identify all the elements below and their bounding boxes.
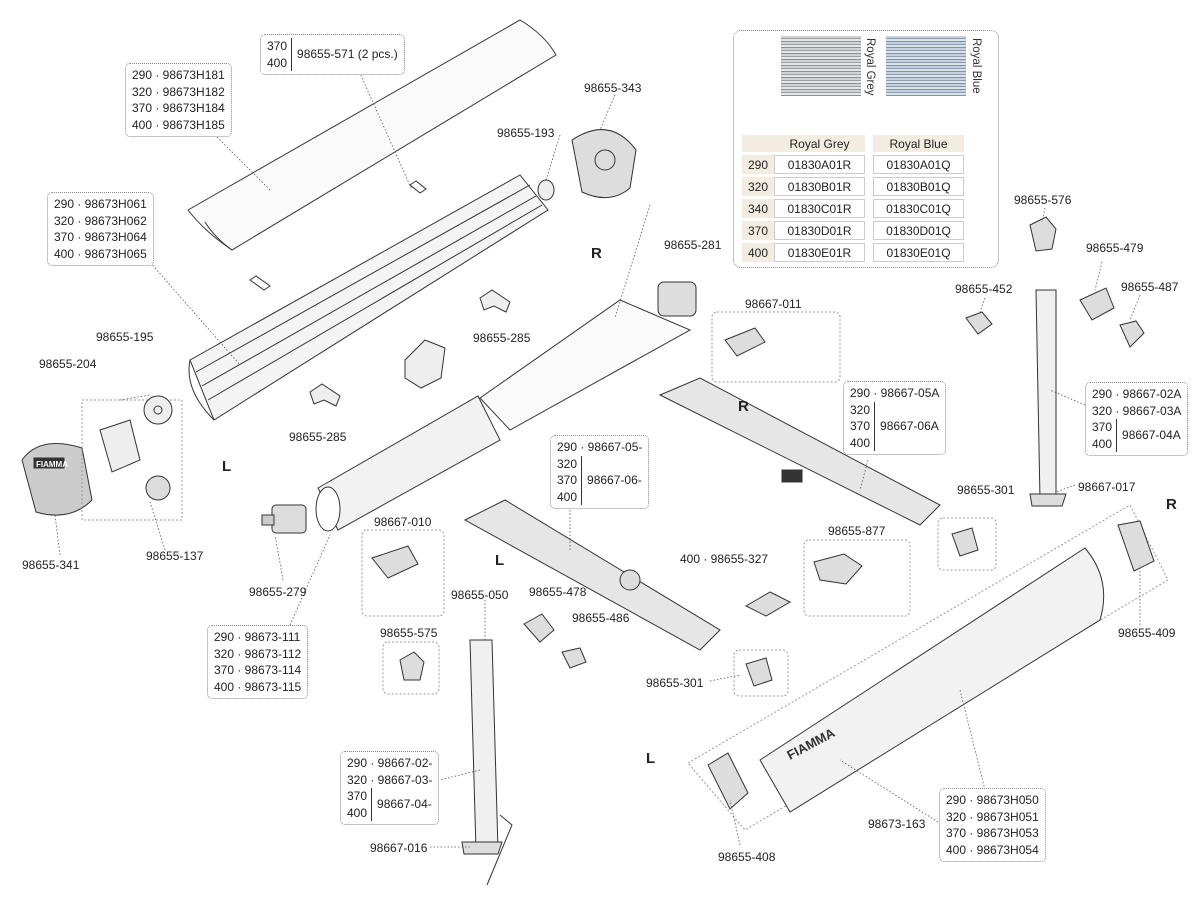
- part-478-shape: [523, 613, 555, 643]
- part-label: 98655-479: [1086, 241, 1144, 255]
- part-label: 98655-204: [39, 357, 97, 371]
- center-clamp-part: [404, 339, 446, 389]
- part-486-shape: [561, 647, 587, 669]
- bracket-285-lower: [309, 383, 341, 407]
- table-row: 400 01830E01R 01830E01Q: [742, 243, 964, 262]
- swatch-label-blue: Royal Blue: [970, 38, 982, 94]
- part-label: 98667-016: [370, 841, 428, 855]
- fabric-swatch-royal-grey: [781, 36, 861, 96]
- part-label: 98655-877: [828, 524, 886, 538]
- bracket-285-upper: [479, 289, 511, 313]
- bushing-193-part: [537, 179, 555, 201]
- side-label-left: L: [222, 458, 232, 475]
- roller-end-279-part: [261, 504, 307, 534]
- part-label: 98655-478: [529, 585, 587, 599]
- table-row: 320 01830B01R 01830B01Q: [742, 177, 964, 196]
- table-row: 290 01830A01R 01830A01Q: [742, 155, 964, 174]
- leg-left-part: [461, 639, 513, 886]
- table-row: 340 01830C01R 01830C01Q: [742, 199, 964, 218]
- roller-tube-part: [315, 299, 692, 532]
- rail-profile-part: [188, 174, 549, 421]
- part-label: 98655-343: [584, 81, 642, 95]
- arm-right-part: [658, 377, 941, 526]
- part-label: 98655-301: [646, 676, 704, 690]
- part-label: 98655-408: [718, 850, 776, 864]
- part-452-shape: [965, 311, 993, 335]
- left-end-cap-341-part: [21, 443, 93, 516]
- part-label: 98667-010: [374, 515, 432, 529]
- side-label-right: R: [591, 245, 602, 262]
- fabric-panel: [733, 30, 999, 268]
- fabric-table-corner: [742, 135, 774, 152]
- part-label: 98655-137: [146, 549, 204, 563]
- end-cap-343-part: [571, 129, 637, 199]
- roller-end-281-part: [657, 281, 697, 317]
- brand-text-left-cap: FIAMMA: [36, 460, 68, 469]
- fabric-swatch-royal-blue: [886, 36, 966, 96]
- part-label: 98655-452: [955, 282, 1013, 296]
- part-label: 98655-193: [497, 126, 555, 140]
- swatch-label-grey: Royal Grey: [864, 38, 876, 96]
- part-label: 400 · 98655-327: [680, 552, 769, 566]
- part-label: 98655-575: [380, 626, 438, 640]
- part-label: 98655-279: [249, 585, 307, 599]
- leader-lines: [54, 61, 1141, 848]
- group-010-frame: [361, 529, 445, 617]
- side-label-left: L: [646, 750, 656, 767]
- left-mechanism-137-part: [81, 399, 183, 521]
- leg-right-part: [1029, 289, 1067, 507]
- group-301b-frame: [733, 649, 789, 697]
- part-576-shape: [1029, 216, 1057, 252]
- cap-195-part: [143, 395, 173, 425]
- part-label: 98655-285: [473, 331, 531, 345]
- part-479-shape: [1079, 287, 1115, 321]
- group-011-frame: [711, 311, 841, 383]
- part-327-shape: [744, 591, 792, 617]
- fabric-header-blue: Royal Blue: [873, 135, 964, 152]
- part-label: 98655-486: [572, 611, 630, 625]
- group-575-frame: [382, 641, 440, 695]
- part-label: 98667-011: [745, 297, 802, 311]
- part-487-shape: [1119, 320, 1145, 348]
- fabric-header-grey: Royal Grey: [774, 135, 865, 152]
- arm-left-part: [463, 499, 721, 651]
- part-label: 98655-285: [289, 430, 347, 444]
- fabric-table: Royal Grey Royal Blue 290 01830A01R 0183…: [742, 132, 964, 265]
- side-label-right: R: [738, 398, 749, 415]
- side-label-left: L: [495, 552, 505, 569]
- part-label: 98655-281: [664, 238, 722, 252]
- part-label: 98655-050: [451, 588, 509, 602]
- part-label: 98655-576: [1014, 193, 1072, 207]
- top-cover-part: [187, 19, 557, 291]
- case-housing-part: [687, 504, 1169, 831]
- part-label: 98673-163: [868, 817, 926, 831]
- part-label: 98655-301: [957, 483, 1015, 497]
- part-label: 98655-195: [96, 330, 154, 344]
- part-label: 98655-409: [1118, 626, 1176, 640]
- part-label: 98655-341: [22, 558, 80, 572]
- group-301a-frame: [937, 517, 997, 571]
- part-label: 98667-017: [1078, 480, 1136, 494]
- part-label: 98655-487: [1121, 280, 1179, 294]
- side-label-right: R: [1166, 496, 1177, 513]
- table-row: 370 01830D01R 01830D01Q: [742, 221, 964, 240]
- group-877-frame: [803, 539, 911, 617]
